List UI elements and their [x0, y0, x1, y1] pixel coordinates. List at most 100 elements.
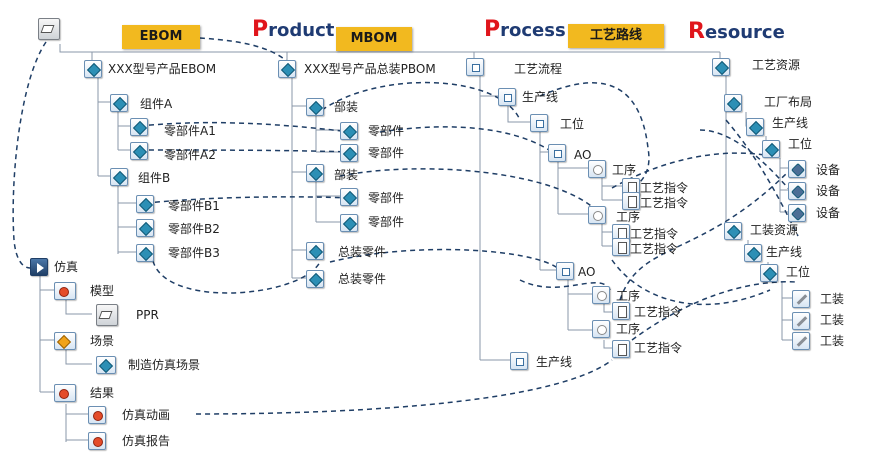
asm1-icon[interactable]	[306, 242, 324, 260]
dev3-label[interactable]: 设备	[816, 206, 841, 220]
part-a1-icon[interactable]	[130, 118, 148, 136]
ins4-icon[interactable]	[612, 340, 630, 358]
ins1a-label[interactable]: 工艺指令	[640, 181, 689, 195]
sim-root-icon[interactable]	[30, 258, 48, 276]
report-icon[interactable]	[88, 432, 106, 450]
asm2-icon[interactable]	[306, 270, 324, 288]
op2-icon[interactable]	[588, 206, 606, 224]
dev2-label[interactable]: 设备	[816, 184, 841, 198]
part-b3-label[interactable]: 零部件B3	[168, 246, 220, 260]
part1b-label[interactable]: 零部件	[368, 146, 405, 160]
res-line2-icon[interactable]	[744, 244, 762, 262]
part-a2-label[interactable]: 零部件A2	[164, 148, 216, 162]
tooling-res-label[interactable]: 工装资源	[750, 223, 799, 237]
tool2-label[interactable]: 工装	[820, 313, 845, 327]
part-a2-icon[interactable]	[130, 142, 148, 160]
part-a1-label[interactable]: 零部件A1	[164, 124, 216, 138]
tool3-icon[interactable]	[792, 332, 810, 350]
scene-item-label[interactable]: 制造仿真场景	[128, 358, 201, 372]
res-station-icon[interactable]	[762, 140, 780, 158]
op4-icon[interactable]	[592, 320, 610, 338]
ins2b-label[interactable]: 工艺指令	[630, 242, 679, 256]
op1-icon[interactable]	[588, 160, 606, 178]
part1b-icon[interactable]	[340, 144, 358, 162]
result-label[interactable]: 结果	[90, 386, 115, 400]
part-b3-icon[interactable]	[136, 244, 154, 262]
anim-icon[interactable]	[88, 406, 106, 424]
part1a-icon[interactable]	[340, 122, 358, 140]
ins2a-label[interactable]: 工艺指令	[630, 227, 679, 241]
station-label[interactable]: 工位	[560, 117, 585, 131]
ebom-root-label[interactable]: XXX型号产品EBOM	[108, 62, 217, 76]
ao1-icon[interactable]	[548, 144, 566, 162]
ins1b-label[interactable]: 工艺指令	[640, 196, 689, 210]
part2b-icon[interactable]	[340, 214, 358, 232]
tool1-icon[interactable]	[792, 290, 810, 308]
tool3-label[interactable]: 工装	[820, 334, 845, 348]
tool2-icon[interactable]	[792, 312, 810, 330]
ao2-icon[interactable]	[556, 262, 574, 280]
ppr-icon[interactable]	[96, 304, 118, 326]
part-b2-label[interactable]: 零部件B2	[168, 222, 220, 236]
line2-icon[interactable]	[510, 352, 528, 370]
root-hand-icon[interactable]	[38, 18, 60, 40]
layout-label[interactable]: 工厂布局	[764, 95, 813, 109]
ppr-label[interactable]: PPR	[136, 308, 159, 322]
res-station2-icon[interactable]	[760, 264, 778, 282]
part2b-label[interactable]: 零部件	[368, 215, 405, 229]
scene-item-icon[interactable]	[96, 356, 116, 374]
process-root-icon[interactable]	[466, 58, 484, 76]
comp-b-label[interactable]: 组件B	[138, 171, 171, 185]
part-b1-label[interactable]: 零部件B1	[168, 199, 220, 213]
station-icon[interactable]	[530, 114, 548, 132]
ins3-icon[interactable]	[612, 302, 630, 320]
res-station-label[interactable]: 工位	[788, 137, 813, 151]
part2a-label[interactable]: 零部件	[368, 191, 405, 205]
res-station2-label[interactable]: 工位	[786, 265, 811, 279]
dev2-icon[interactable]	[788, 182, 806, 200]
ins4-label[interactable]: 工艺指令	[634, 341, 683, 355]
comp-a-icon[interactable]	[110, 94, 128, 112]
asm1-label[interactable]: 总装零件	[338, 245, 387, 259]
ebom-root-icon[interactable]	[84, 60, 102, 78]
part-b2-icon[interactable]	[136, 219, 154, 237]
ins3-label[interactable]: 工艺指令	[634, 305, 683, 319]
mbom-root-label[interactable]: XXX型号产品总装PBOM	[304, 62, 436, 76]
res-line-icon[interactable]	[746, 118, 764, 136]
op1-label[interactable]: 工序	[612, 163, 637, 177]
ao2-label[interactable]: AO	[578, 265, 596, 279]
op3-icon[interactable]	[592, 286, 610, 304]
scene-icon[interactable]	[54, 332, 76, 350]
model-label[interactable]: 模型	[90, 284, 115, 298]
op2-label[interactable]: 工序	[616, 210, 641, 224]
sub2-label[interactable]: 部装	[334, 168, 359, 182]
sub1-icon[interactable]	[306, 98, 324, 116]
dev3-icon[interactable]	[788, 204, 806, 222]
ins2b-icon[interactable]	[612, 238, 630, 256]
sub2-icon[interactable]	[306, 164, 324, 182]
op4-label[interactable]: 工序	[616, 322, 641, 336]
line2-label[interactable]: 生产线	[536, 355, 573, 369]
sim-root-label[interactable]: 仿真	[54, 260, 79, 274]
ins1b-icon[interactable]	[622, 192, 640, 210]
sub1-label[interactable]: 部装	[334, 100, 359, 114]
anim-label[interactable]: 仿真动画	[122, 408, 171, 422]
line1-label[interactable]: 生产线	[522, 90, 559, 104]
result-icon[interactable]	[54, 384, 76, 402]
part-b1-icon[interactable]	[136, 195, 154, 213]
ins1a-icon[interactable]	[622, 178, 640, 196]
dev1-icon[interactable]	[788, 160, 806, 178]
dev1-label[interactable]: 设备	[816, 163, 841, 177]
tooling-res-icon[interactable]	[724, 222, 742, 240]
report-label[interactable]: 仿真报告	[122, 434, 171, 448]
layout-icon[interactable]	[724, 94, 742, 112]
line1-icon[interactable]	[498, 88, 516, 106]
ao1-label[interactable]: AO	[574, 148, 592, 162]
op3-label[interactable]: 工序	[616, 289, 641, 303]
comp-a-label[interactable]: 组件A	[140, 97, 173, 111]
part2a-icon[interactable]	[340, 188, 358, 206]
asm2-label[interactable]: 总装零件	[338, 272, 387, 286]
scene-label[interactable]: 场景	[90, 334, 115, 348]
resource-root-label[interactable]: 工艺资源	[752, 58, 801, 72]
res-line-label[interactable]: 生产线	[772, 116, 809, 130]
